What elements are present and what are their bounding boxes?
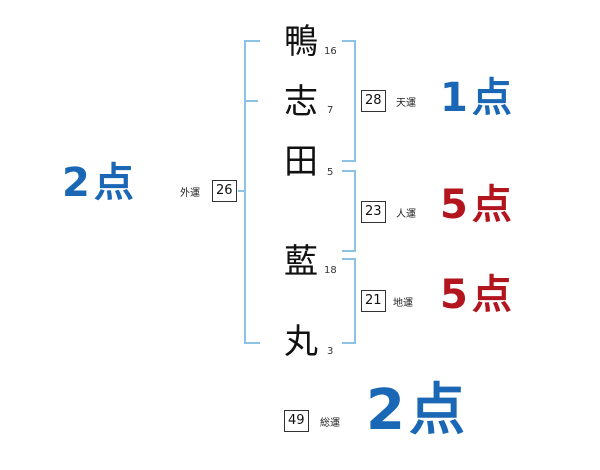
gaikaku-label: 外運 (180, 188, 200, 199)
stroke-count-4: 18 (324, 265, 337, 276)
tenkaku-score: 1点 (440, 75, 516, 121)
soukaku-value-box: 49 (284, 410, 309, 432)
gaikaku-score: 2点 (62, 160, 138, 206)
jinkaku-bracket (342, 170, 356, 252)
name-char-4: 藍 (284, 242, 318, 282)
stroke-count-2: 7 (327, 105, 334, 116)
tenkaku-label: 天運 (396, 98, 416, 109)
chikaku-label: 地運 (393, 298, 413, 309)
jinkaku-value-box: 23 (361, 201, 386, 223)
tenkaku-value-box: 28 (361, 90, 386, 112)
gaikaku-bracket-connector (238, 190, 245, 192)
gaikaku-value-box: 26 (212, 180, 237, 202)
soukaku-score: 2点 (366, 378, 469, 443)
gaikaku-bracket-tick (244, 100, 258, 102)
chikaku-bracket (342, 258, 356, 344)
stroke-count-3: 5 (327, 167, 334, 178)
chikaku-value-box: 21 (361, 290, 386, 312)
name-char-1: 鴨 (284, 22, 318, 62)
jinkaku-score: 5点 (440, 182, 516, 228)
name-char-3: 田 (284, 142, 318, 182)
gaikaku-bracket (244, 40, 260, 344)
chikaku-score: 5点 (440, 272, 516, 318)
name-char-2: 志 (284, 82, 318, 122)
tenkaku-bracket (342, 40, 356, 162)
jinkaku-label: 人運 (396, 209, 416, 220)
name-char-5: 丸 (284, 322, 318, 362)
soukaku-label: 総運 (320, 418, 340, 429)
stroke-count-5: 3 (327, 346, 334, 357)
stroke-count-1: 16 (324, 46, 337, 57)
